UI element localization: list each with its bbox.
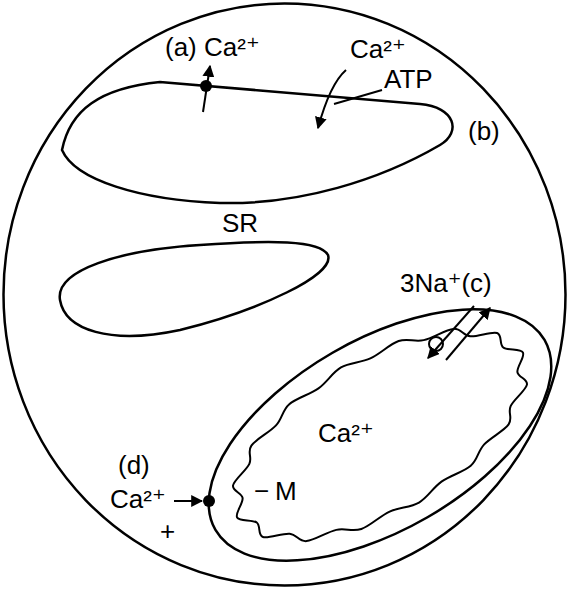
callout-label: Ca²⁺	[110, 486, 166, 512]
efflux-arrow	[203, 66, 210, 112]
callout-label: (a) Ca²⁺	[165, 34, 260, 60]
sarcoplasmic-reticulum: SR	[50, 72, 470, 242]
lower-sr-outline	[60, 242, 329, 336]
node-text: Ca²⁺	[318, 420, 374, 446]
node-text: SR	[222, 210, 258, 236]
callout-label: ATP	[384, 66, 433, 92]
uniporter-arrow	[174, 500, 202, 502]
shape-outline	[200, 300, 560, 570]
callout-label: 3Na⁺(c)	[400, 270, 492, 296]
sr-outline	[62, 82, 453, 203]
shape-outline	[50, 72, 470, 242]
callout-label: (d)	[118, 452, 150, 478]
node-text: M	[275, 478, 297, 504]
callout-label: Ca²⁺	[350, 36, 406, 62]
node-text: −	[254, 478, 269, 504]
outer-membrane	[168, 258, 569, 589]
cell-outline	[4, 4, 566, 586]
inner-membrane	[233, 329, 527, 541]
node-text: +	[160, 518, 175, 544]
pump-arrow	[318, 70, 346, 128]
mitochondrion: −M Ca²⁺	[200, 300, 560, 570]
callout-label: (b)	[468, 118, 500, 144]
